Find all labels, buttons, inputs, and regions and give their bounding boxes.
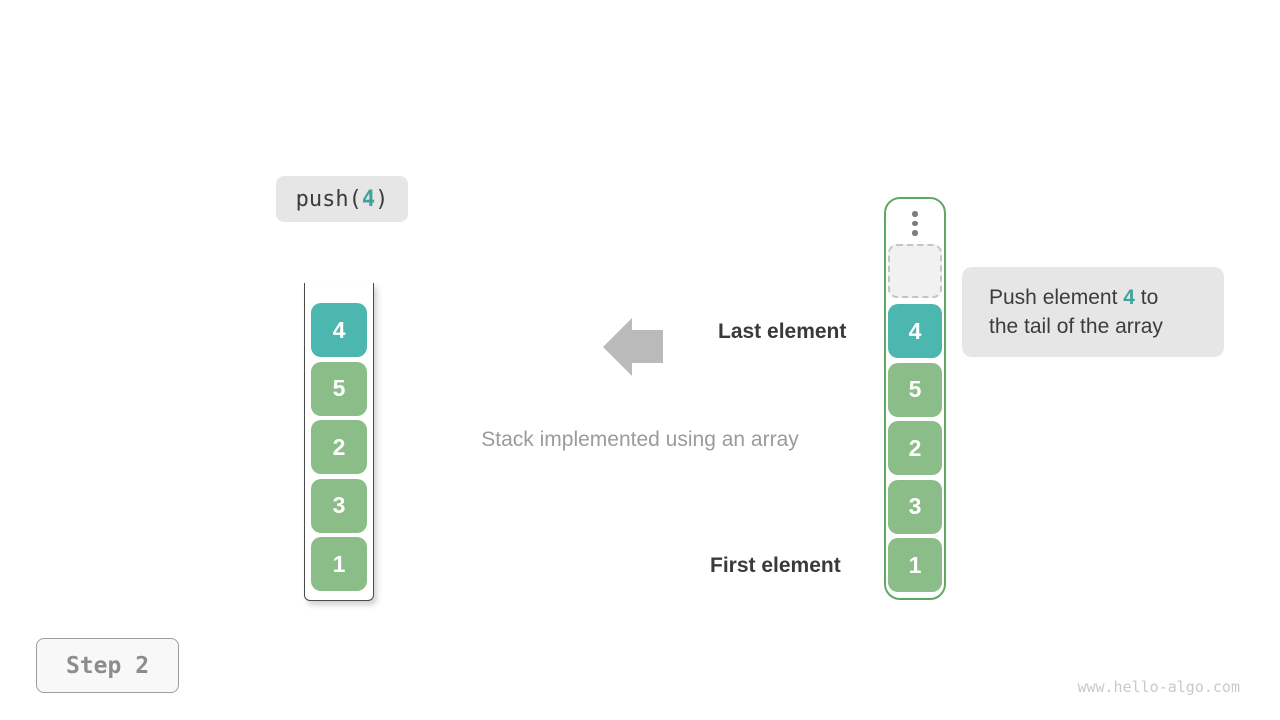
first-element-label: First element bbox=[710, 554, 841, 577]
vertical-ellipsis-icon bbox=[912, 211, 918, 236]
watermark: www.hello-algo.com bbox=[1077, 678, 1240, 696]
last-element-label: Last element bbox=[718, 320, 847, 343]
array-container-right: 4 5 2 3 1 bbox=[884, 197, 946, 600]
push-suffix: ) bbox=[375, 186, 389, 212]
push-argument: 4 bbox=[361, 186, 376, 212]
array-cell: 3 bbox=[888, 479, 942, 534]
tooltip-line2: the tail of the array bbox=[989, 315, 1163, 338]
tooltip-line1: Push element 4 to bbox=[989, 283, 1224, 312]
stack-cell: 1 bbox=[311, 537, 367, 591]
empty-slot-placeholder bbox=[888, 244, 942, 298]
stack-cell: 4 bbox=[311, 303, 367, 357]
push-tooltip: Push element 4 to the tail of the array bbox=[962, 267, 1224, 357]
tooltip-highlight: 4 bbox=[1123, 286, 1135, 309]
array-cell: 4 bbox=[888, 304, 942, 358]
diagram-caption: Stack implemented using an array bbox=[481, 428, 799, 451]
stack-cell: 3 bbox=[311, 478, 367, 533]
step-badge: Step 2 bbox=[36, 638, 179, 693]
tooltip-text-before: Push element bbox=[989, 286, 1124, 309]
push-operation-label: push(4) bbox=[276, 176, 408, 222]
array-cell: 2 bbox=[888, 421, 942, 475]
array-cell: 1 bbox=[888, 538, 942, 592]
stack-cell: 5 bbox=[311, 361, 367, 416]
tooltip-text-after: to bbox=[1134, 286, 1159, 309]
stack-cell: 2 bbox=[311, 420, 367, 474]
arrow-left-icon bbox=[603, 318, 663, 376]
stack-container-left: 4 5 2 3 1 bbox=[304, 283, 374, 601]
array-cell: 5 bbox=[888, 362, 942, 417]
push-prefix: push( bbox=[295, 186, 362, 212]
